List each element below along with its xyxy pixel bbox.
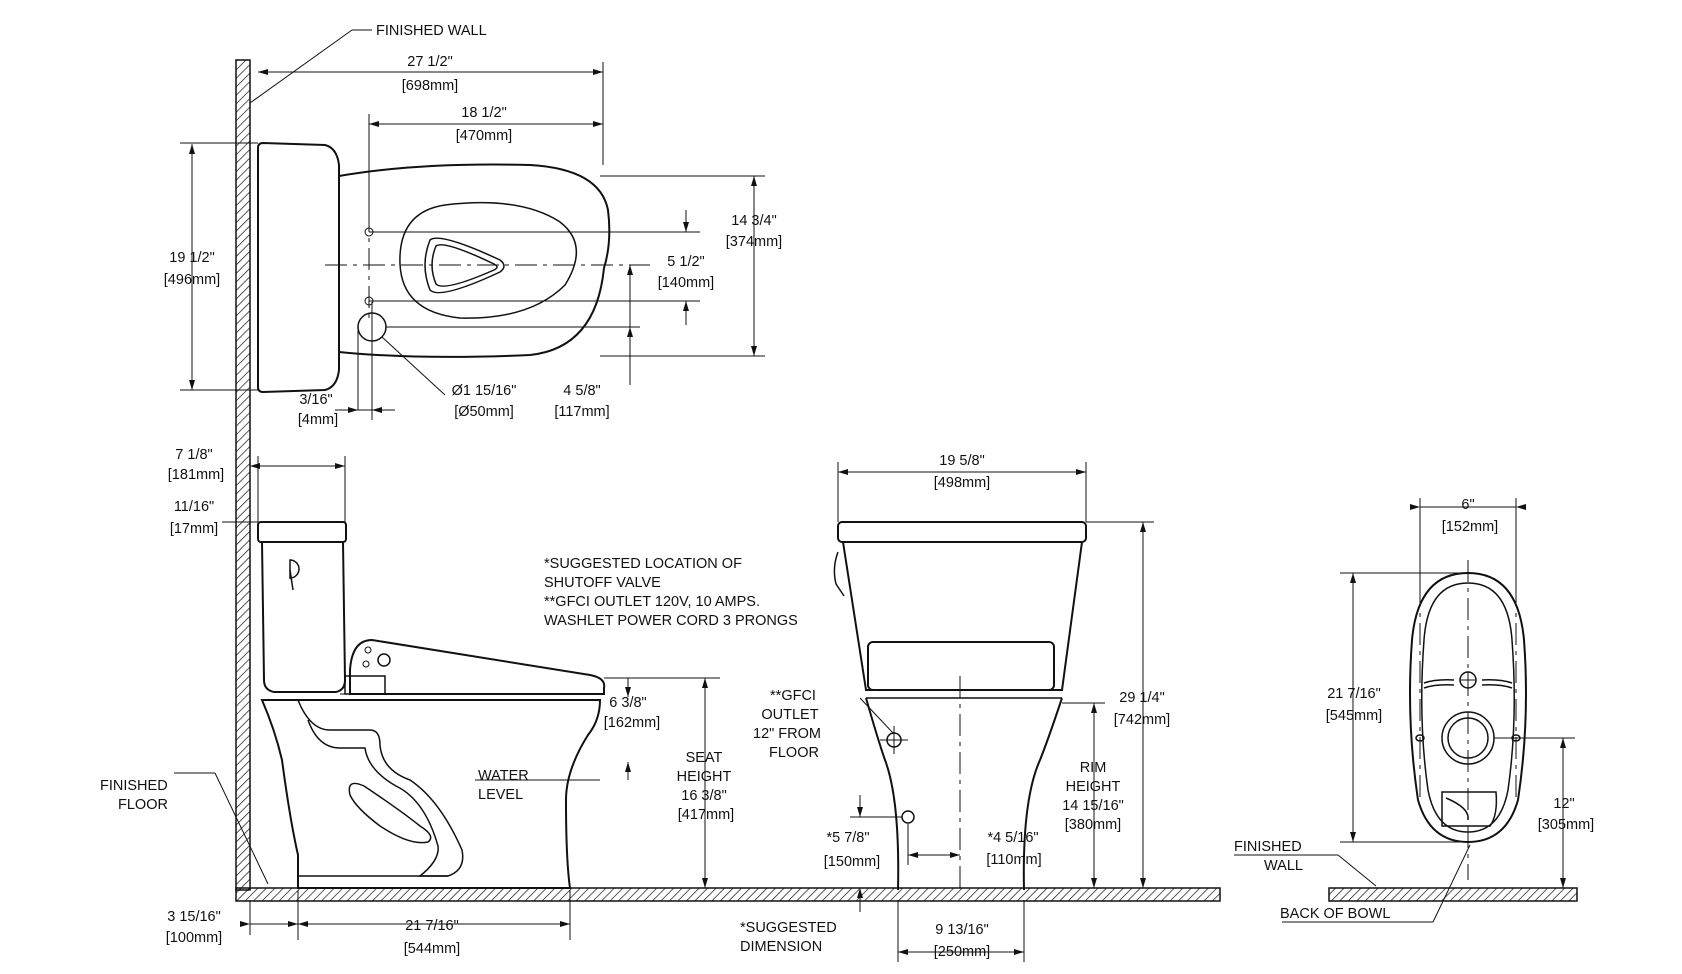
- dim-valve-height-mm: [150mm]: [824, 854, 880, 870]
- dim-rim-height-mm: [380mm]: [1065, 817, 1121, 833]
- dim-bottom-length-mm: [545mm]: [1326, 708, 1382, 724]
- dim-bolt-spacing: 6": [1461, 497, 1474, 513]
- dim-hole-spacing: 5 1/2": [667, 254, 704, 270]
- dim-rough-in-mm: [100mm]: [166, 930, 222, 946]
- note-line-2: SHUTOFF VALVE: [544, 575, 661, 591]
- dim-supply-offset-mm: [117mm]: [554, 404, 609, 420]
- dim-seat-height-mm: [417mm]: [678, 807, 734, 823]
- dim-bowl-length-mm: [544mm]: [404, 941, 460, 957]
- dim-supply-diameter: Ø1 15/16": [452, 383, 517, 399]
- dim-overall-length: 27 1/2": [407, 54, 452, 70]
- dim-front-base-width: 9 13/16": [935, 922, 989, 938]
- dim-seat-height: 16 3/8": [681, 788, 726, 804]
- label-rim: RIM: [1080, 760, 1107, 776]
- dim-overall-length-mm: [698mm]: [402, 78, 458, 94]
- label-seat: SEAT: [686, 750, 723, 766]
- finished-floor-right: [1328, 887, 1578, 902]
- top-view: [180, 29, 765, 420]
- front-view: [833, 462, 1154, 962]
- dim-supply-gap: 3/16": [299, 392, 332, 408]
- note-line-3: **GFCI OUTLET 120V, 10 AMPS.: [544, 594, 760, 610]
- label-gfci-floor: FLOOR: [769, 745, 819, 761]
- dim-outlet-to-back: 12": [1553, 796, 1574, 812]
- label-12-from: 12" FROM: [753, 726, 821, 742]
- dimension-arrowheads: [189, 69, 1566, 955]
- dim-bowl-length: 21 7/16": [405, 918, 459, 934]
- label-level: LEVEL: [478, 787, 523, 803]
- dim-supply-offset: 4 5/8": [563, 383, 600, 399]
- dim-tank-depth-mm: [181mm]: [168, 467, 224, 483]
- dim-rough-in: 3 15/16": [167, 909, 221, 925]
- bottom-view: [1234, 498, 1575, 923]
- dim-bolt-spacing-mm: [152mm]: [1442, 519, 1498, 535]
- dim-tank-width-mm: [496mm]: [164, 272, 220, 288]
- dim-wall-to-holes: 18 1/2": [461, 105, 506, 121]
- dim-front-tank-width: 19 5/8": [939, 453, 984, 469]
- dim-tank-gap-mm: [17mm]: [170, 521, 218, 537]
- dim-tank-gap: 11/16": [174, 499, 214, 515]
- label-finished: FINISHED: [100, 778, 168, 794]
- finished-wall: [235, 59, 251, 891]
- dim-tank-depth: 7 1/8": [175, 447, 212, 463]
- dim-supply-diameter-mm: [Ø50mm]: [454, 404, 514, 420]
- label-water: WATER: [478, 768, 529, 784]
- dim-front-overall-height: 29 1/4": [1119, 690, 1164, 706]
- label-wall-right: WALL: [1264, 858, 1303, 874]
- dim-water-level: 6 3/8": [609, 695, 646, 711]
- label-dimension: DIMENSION: [740, 939, 822, 955]
- label-finished-wall-top: FINISHED WALL: [376, 23, 487, 39]
- dim-wall-to-holes-mm: [470mm]: [456, 128, 512, 144]
- label-finished-right: FINISHED: [1234, 839, 1302, 855]
- dim-valve-offset-mm: [110mm]: [986, 852, 1041, 868]
- dim-outlet-to-back-mm: [305mm]: [1538, 817, 1594, 833]
- dim-front-base-width-mm: [250mm]: [934, 944, 990, 960]
- label-floor: FLOOR: [118, 797, 168, 813]
- dim-hole-spacing-mm: [140mm]: [658, 275, 714, 291]
- label-suggested: *SUGGESTED: [740, 920, 837, 936]
- side-view: [174, 456, 720, 940]
- label-back-of-bowl: BACK OF BOWL: [1280, 906, 1390, 922]
- note-line-1: *SUGGESTED LOCATION OF: [544, 556, 742, 572]
- dim-bowl-width: 14 3/4": [731, 213, 776, 229]
- dim-valve-offset: *4 5/16": [987, 830, 1038, 846]
- label-gfci: **GFCI: [770, 688, 816, 704]
- label-rim-height: HEIGHT: [1066, 779, 1121, 795]
- dim-bottom-length: 21 7/16": [1327, 686, 1381, 702]
- label-seat-height: HEIGHT: [677, 769, 732, 785]
- dim-water-level-mm: [162mm]: [604, 715, 660, 731]
- label-outlet: OUTLET: [761, 707, 818, 723]
- dim-bowl-width-mm: [374mm]: [726, 234, 782, 250]
- dim-supply-gap-mm: [4mm]: [298, 412, 338, 428]
- dim-valve-height: *5 7/8": [826, 830, 869, 846]
- finished-floor-main: [235, 887, 1221, 902]
- dim-front-tank-width-mm: [498mm]: [934, 475, 990, 491]
- dim-tank-width: 19 1/2": [169, 250, 214, 266]
- dim-front-overall-height-mm: [742mm]: [1114, 712, 1170, 728]
- dim-rim-height: 14 15/16": [1062, 798, 1124, 814]
- note-line-4: WASHLET POWER CORD 3 PRONGS: [544, 613, 798, 629]
